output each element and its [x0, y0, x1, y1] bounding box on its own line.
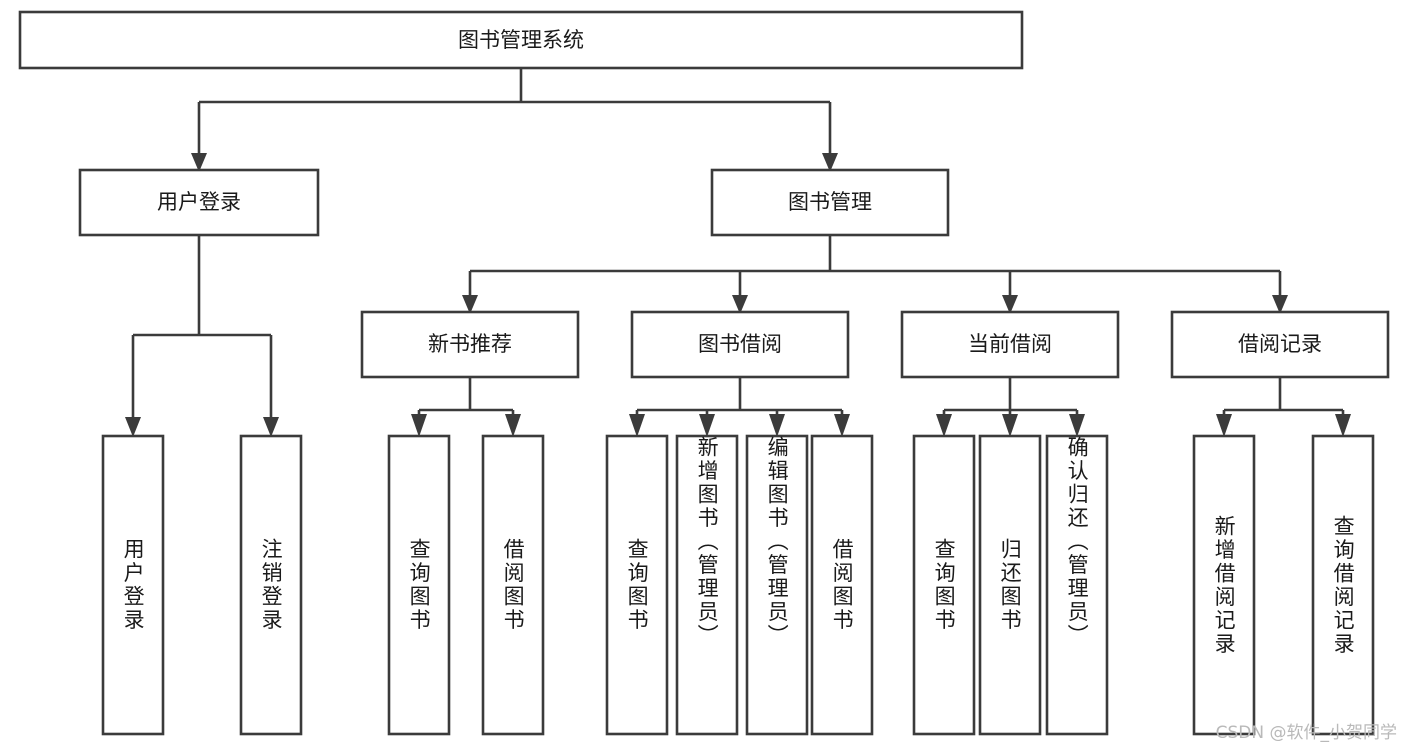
node-box-leaf-ul-1[interactable] — [101, 434, 165, 736]
node-box-leaf-ul-2[interactable] — [239, 434, 303, 736]
arrow-head-bb-leaf-1 — [629, 414, 645, 437]
arrow-head-br-leaf-1 — [1216, 414, 1232, 437]
connector-bookmanage-to-level3 — [462, 235, 1288, 314]
connector-root-to-level2 — [191, 68, 838, 172]
node-box-book-manage[interactable] — [710, 168, 950, 237]
arrow-head-ul-leaf-2 — [263, 417, 279, 437]
connector-userlogin-to-leaves — [125, 235, 279, 437]
arrow-head-to-user-login — [191, 153, 207, 172]
arrow-head-to-borrow-record — [1272, 295, 1288, 314]
node-box-leaf-br-1[interactable] — [1192, 434, 1256, 736]
node-label-new-book-recommend: 新书推荐 — [428, 332, 512, 356]
node-box-leaf-bb-4[interactable] — [810, 434, 874, 736]
node-label-book-borrow: 图书借阅 — [698, 332, 782, 356]
node-box-leaf-bb-1[interactable] — [605, 434, 669, 736]
arrow-head-ul-leaf-1 — [125, 417, 141, 437]
arrow-head-to-new-book — [462, 295, 478, 314]
arrow-head-cb-leaf-3 — [1069, 414, 1085, 437]
node-box-new-book-recommend[interactable] — [360, 310, 580, 379]
node-box-book-borrow[interactable] — [630, 310, 850, 379]
arrow-head-bb-leaf-2 — [699, 414, 715, 437]
arrow-head-cb-leaf-2 — [1002, 414, 1018, 437]
connector-bookborrow-to-leaves — [629, 377, 850, 437]
node-box-current-borrow[interactable] — [900, 310, 1120, 379]
node-box-borrow-record[interactable] — [1170, 310, 1390, 379]
connector-borrowrecord-to-leaves — [1216, 377, 1351, 437]
node-label-current-borrow: 当前借阅 — [968, 332, 1052, 356]
arrow-head-to-current-borrow — [1002, 295, 1018, 314]
node-box-leaf-bb-2[interactable] — [675, 434, 739, 736]
node-box-leaf-nb-1[interactable] — [387, 434, 451, 736]
node-label-root: 图书管理系统 — [458, 28, 584, 52]
node-box-user-login[interactable] — [78, 168, 320, 237]
arrow-head-nb-leaf-2 — [505, 414, 521, 437]
arrow-head-cb-leaf-1 — [936, 414, 952, 437]
watermark: CSDN @软件_小贺同学 — [1215, 723, 1397, 743]
node-box-leaf-cb-2[interactable] — [978, 434, 1042, 736]
arrow-head-bb-leaf-4 — [834, 414, 850, 437]
node-box-leaf-cb-3[interactable] — [1045, 434, 1109, 736]
node-label-user-login: 用户登录 — [157, 190, 241, 214]
node-label-book-manage: 图书管理 — [788, 190, 872, 214]
node-label-borrow-record: 借阅记录 — [1238, 332, 1322, 356]
node-box-root[interactable] — [18, 10, 1024, 70]
node-box-leaf-br-2[interactable] — [1311, 434, 1375, 736]
arrow-head-br-leaf-2 — [1335, 414, 1351, 437]
arrow-head-bb-leaf-3 — [769, 414, 785, 437]
arrow-head-to-book-manage — [822, 153, 838, 172]
node-box-leaf-bb-3[interactable] — [745, 434, 809, 736]
node-box-leaf-nb-2[interactable] — [481, 434, 545, 736]
arrow-head-nb-leaf-1 — [411, 414, 427, 437]
connector-currentborrow-to-leaves — [936, 377, 1085, 437]
connector-newbook-to-leaves — [411, 377, 521, 437]
node-box-leaf-cb-1[interactable] — [912, 434, 976, 736]
arrow-head-to-book-borrow — [732, 295, 748, 314]
